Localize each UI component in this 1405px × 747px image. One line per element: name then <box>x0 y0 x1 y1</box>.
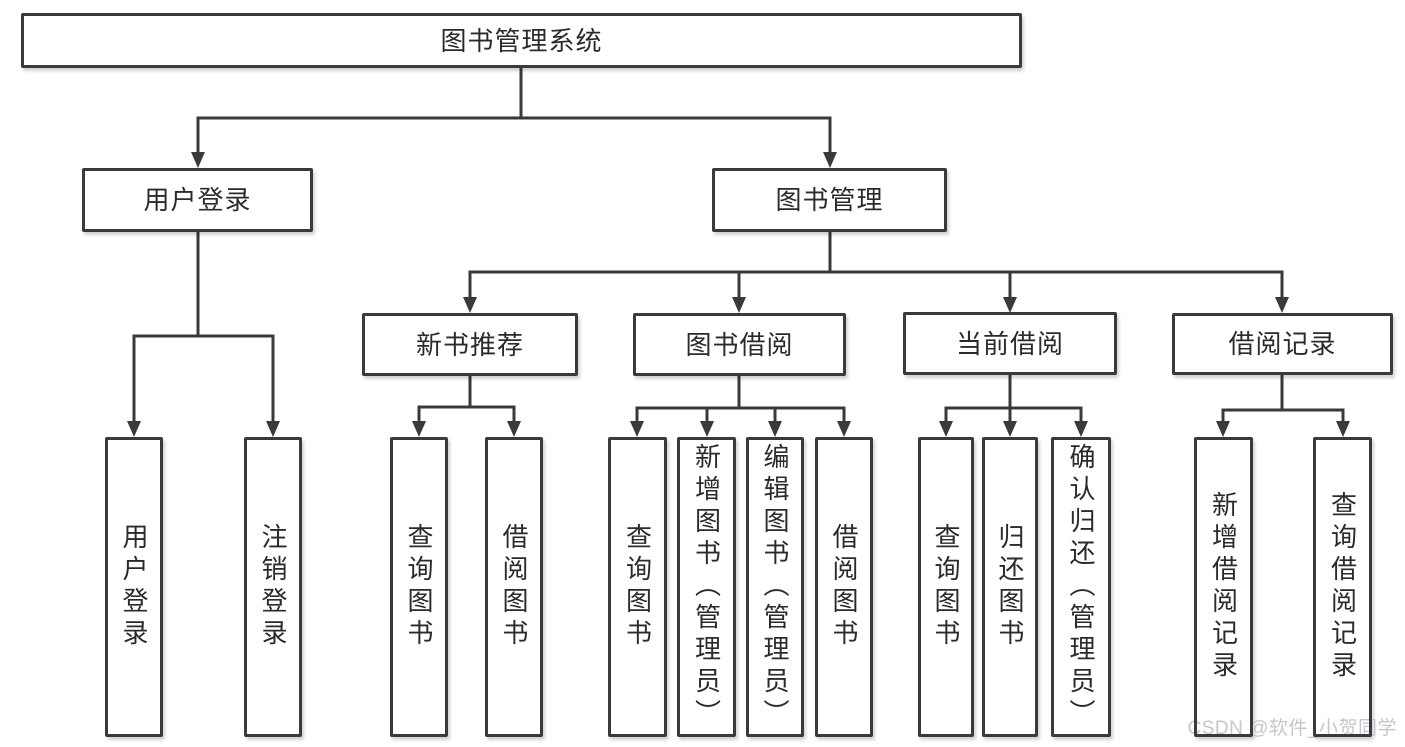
leaf-bb-add-book-admin-label: 新增图书（管理员） <box>691 443 722 731</box>
leaf-cb-query-books-label: 查询图书 <box>931 523 961 651</box>
node-borrow-records: 借阅记录 <box>1172 313 1393 375</box>
leaf-cb-return-books: 归还图书 <box>982 437 1038 737</box>
leaf-nbr-query-books-label: 查询图书 <box>404 523 434 651</box>
leaf-bb-edit-book-admin: 编辑图书（管理员） <box>746 437 804 737</box>
leaf-bb-add-book-admin: 新增图书（管理员） <box>677 437 736 737</box>
leaf-br-query-record: 查询借阅记录 <box>1313 437 1372 737</box>
leaf-nbr-borrow-books: 借阅图书 <box>485 437 543 737</box>
leaf-bb-borrow-books-label: 借阅图书 <box>829 523 859 651</box>
leaf-nbr-borrow-books-label: 借阅图书 <box>499 523 529 651</box>
leaf-bb-edit-book-admin-label: 编辑图书（管理员） <box>760 443 790 731</box>
leaf-user-login: 用户登录 <box>105 437 163 737</box>
node-root-label: 图书管理系统 <box>440 25 603 56</box>
leaf-bb-borrow-books: 借阅图书 <box>815 437 873 737</box>
leaf-br-add-record-label: 新增借阅记录 <box>1208 491 1239 683</box>
leaf-cb-confirm-return-admin-label: 确认归还（管理员） <box>1066 443 1096 731</box>
leaf-logout: 注销登录 <box>244 437 302 737</box>
leaf-logout-label: 注销登录 <box>258 523 288 651</box>
node-user-login-label: 用户登录 <box>143 185 252 215</box>
leaf-cb-query-books: 查询图书 <box>918 437 974 737</box>
node-book-borrow-label: 图书借阅 <box>685 329 794 360</box>
leaf-nbr-query-books: 查询图书 <box>390 437 448 737</box>
node-root: 图书管理系统 <box>21 13 1022 68</box>
node-new-book-recommend: 新书推荐 <box>362 313 578 376</box>
node-new-book-recommend-label: 新书推荐 <box>415 329 524 360</box>
leaf-cb-confirm-return-admin: 确认归还（管理员） <box>1051 437 1111 737</box>
node-book-management: 图书管理 <box>712 168 947 232</box>
node-book-management-label: 图书管理 <box>775 185 884 215</box>
node-borrow-records-label: 借阅记录 <box>1228 329 1337 359</box>
node-current-borrow: 当前借阅 <box>903 312 1117 375</box>
node-book-borrow: 图书借阅 <box>633 313 846 376</box>
leaf-bb-query-books: 查询图书 <box>608 437 667 737</box>
leaf-cb-return-books-label: 归还图书 <box>995 523 1025 651</box>
watermark: CSDN @软件_小贺同学 <box>1187 718 1397 739</box>
leaf-user-login-label: 用户登录 <box>119 523 149 651</box>
node-current-borrow-label: 当前借阅 <box>955 328 1064 359</box>
leaf-br-add-record: 新增借阅记录 <box>1194 437 1253 737</box>
node-user-login: 用户登录 <box>82 168 313 232</box>
leaf-bb-query-books-label: 查询图书 <box>622 523 653 651</box>
leaf-br-query-record-label: 查询借阅记录 <box>1327 491 1358 683</box>
